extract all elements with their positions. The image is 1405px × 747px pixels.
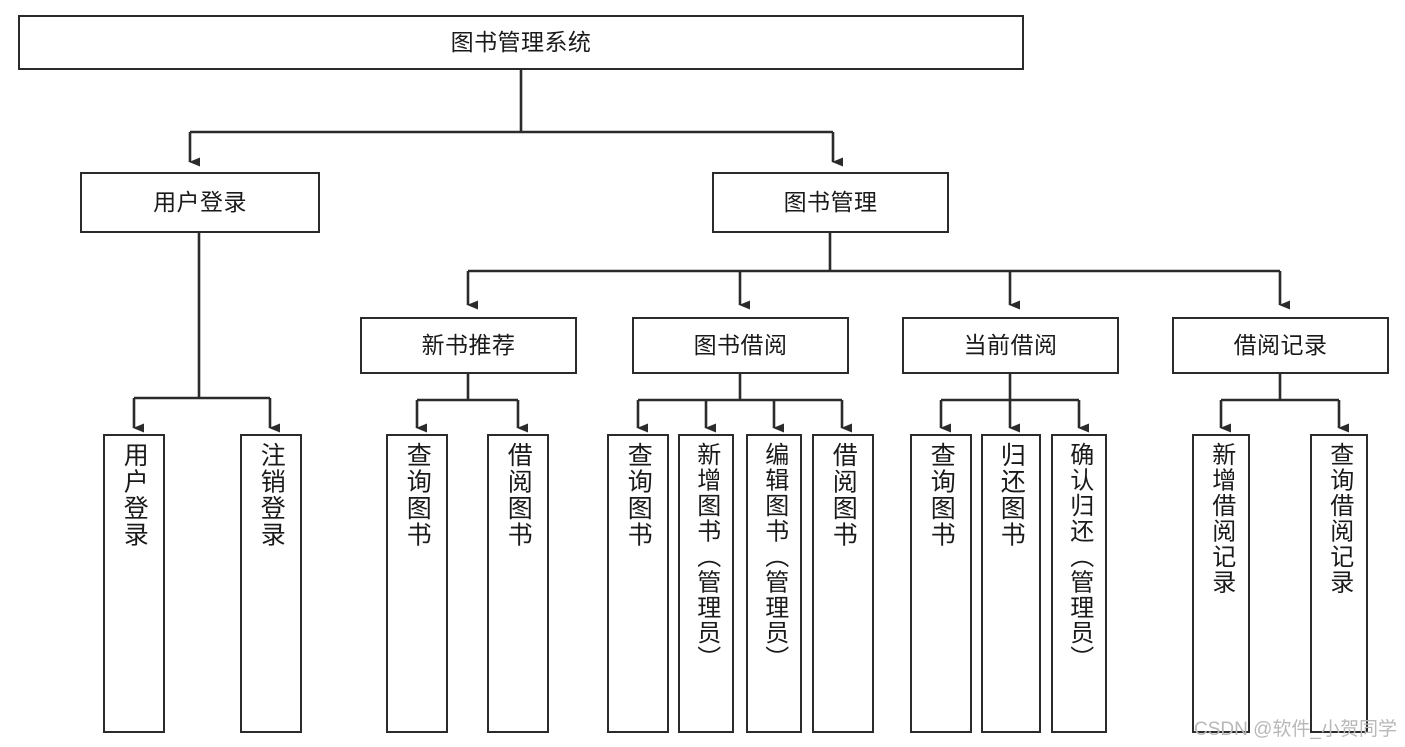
node-root[interactable]: 图书管理系统 <box>18 15 1024 70</box>
node-leaf-query-book-3[interactable]: 查询图书 <box>910 434 972 733</box>
node-current-borrow[interactable]: 当前借阅 <box>902 317 1119 374</box>
node-book-borrow[interactable]: 图书借阅 <box>632 317 849 374</box>
node-leaf-add-book-label: 新增图书（管理员） <box>692 442 720 671</box>
node-new-book-rec[interactable]: 新书推荐 <box>360 317 577 374</box>
node-root-label: 图书管理系统 <box>450 28 592 55</box>
node-book-manage-label: 图书管理 <box>783 188 878 215</box>
node-leaf-return-book[interactable]: 归还图书 <box>981 434 1041 733</box>
node-new-book-rec-label: 新书推荐 <box>421 331 516 358</box>
node-leaf-query-book-2[interactable]: 查询图书 <box>607 434 669 733</box>
node-leaf-confirm-return-label: 确认归还（管理员） <box>1065 442 1093 671</box>
node-leaf-query-book-3-label: 查询图书 <box>927 442 956 548</box>
node-leaf-borrow-book-1-label: 借阅图书 <box>504 442 533 548</box>
node-leaf-logout[interactable]: 注销登录 <box>240 434 302 733</box>
watermark: CSDN @软件_小贺同学 <box>1194 719 1397 740</box>
node-book-borrow-label: 图书借阅 <box>693 331 788 358</box>
node-leaf-query-record[interactable]: 查询借阅记录 <box>1310 434 1368 733</box>
node-leaf-query-book-2-label: 查询图书 <box>624 442 653 548</box>
node-current-borrow-label: 当前借阅 <box>963 331 1058 358</box>
node-leaf-user-login[interactable]: 用户登录 <box>103 434 165 733</box>
node-leaf-borrow-book-2-label: 借阅图书 <box>829 442 858 548</box>
node-leaf-user-login-label: 用户登录 <box>120 442 149 548</box>
node-leaf-borrow-book-1[interactable]: 借阅图书 <box>487 434 549 733</box>
node-borrow-record-label: 借阅记录 <box>1233 331 1328 358</box>
node-user-login-label: 用户登录 <box>153 188 247 215</box>
node-user-login[interactable]: 用户登录 <box>80 172 320 233</box>
node-leaf-confirm-return[interactable]: 确认归还（管理员） <box>1051 434 1107 733</box>
node-leaf-borrow-book-2[interactable]: 借阅图书 <box>812 434 874 733</box>
node-leaf-edit-book[interactable]: 编辑图书（管理员） <box>746 434 802 733</box>
node-leaf-edit-book-label: 编辑图书（管理员） <box>760 442 788 671</box>
node-leaf-logout-label: 注销登录 <box>257 442 286 548</box>
node-leaf-return-book-label: 归还图书 <box>997 442 1026 548</box>
node-leaf-query-book-1[interactable]: 查询图书 <box>386 434 448 733</box>
node-leaf-add-record[interactable]: 新增借阅记录 <box>1192 434 1250 733</box>
node-leaf-add-book[interactable]: 新增图书（管理员） <box>678 434 734 733</box>
node-book-manage[interactable]: 图书管理 <box>712 172 949 233</box>
node-leaf-add-record-label: 新增借阅记录 <box>1207 442 1235 595</box>
node-leaf-query-record-label: 查询借阅记录 <box>1325 442 1353 595</box>
node-leaf-query-book-1-label: 查询图书 <box>403 442 432 548</box>
node-borrow-record[interactable]: 借阅记录 <box>1172 317 1389 374</box>
